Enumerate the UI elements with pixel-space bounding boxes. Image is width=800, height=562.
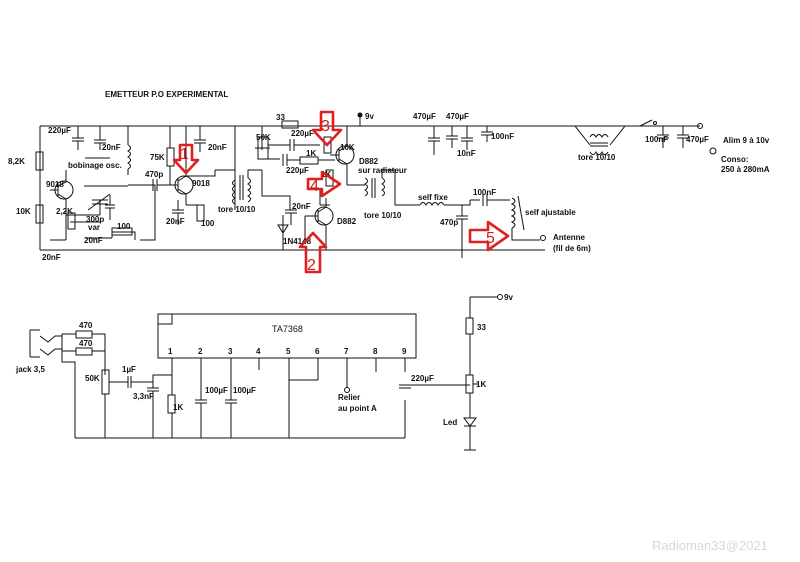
label-led: Led — [443, 418, 457, 427]
label-r-100-b: 100 — [201, 219, 215, 228]
label-self-adj: self ajustable — [525, 208, 576, 217]
arrow-up-icon — [298, 231, 328, 274]
label-antenna-length: (fil de 6m) — [553, 244, 591, 253]
label-consumption-value: 250 à 280mA — [721, 165, 770, 174]
label-r-33: 33 — [477, 323, 486, 332]
label-c-470uF-c: 470µF — [686, 135, 709, 144]
label-r-75k: 75K — [150, 153, 165, 162]
label-tore-1: tore 10/10 — [218, 205, 256, 214]
label-r-470-a: 470 — [79, 321, 93, 330]
pin-4: 4 — [256, 347, 261, 356]
pin-1: 1 — [168, 347, 173, 356]
label-c-100uF-b: 100µF — [233, 386, 256, 395]
pin-2: 2 — [198, 347, 203, 356]
label-c-20nF-d: 20nF — [208, 143, 227, 152]
label-supply-top: 9v — [365, 112, 374, 121]
label-c-20nF-c: 20nF — [42, 253, 61, 262]
label-r-2k2: 2,2K — [56, 207, 73, 216]
red-markers — [172, 110, 510, 274]
marker-4: 4 — [310, 178, 319, 195]
label-power-input: Alim 9 à 10v — [723, 136, 770, 145]
watermark: Radioman33@2021 — [652, 538, 768, 553]
label-r-8k2: 8,2K — [8, 157, 25, 166]
label-c-100nF-c: 100nF — [645, 135, 668, 144]
arrow-down-icon — [172, 143, 200, 175]
label-osc-coil: bobinage osc. — [68, 161, 122, 170]
pin-7: 7 — [344, 347, 349, 356]
marker-5: 5 — [486, 230, 495, 247]
label-q3-note: sur radiateur — [358, 166, 407, 175]
label-pot-50k: 50K — [256, 133, 271, 142]
label-c-20nF-a: 20nF — [102, 143, 121, 152]
label-r-1k-b: 1K — [476, 380, 486, 389]
marker-3: 3 — [321, 118, 330, 135]
transmitter-wiring — [35, 112, 717, 258]
marker-1: 1 — [180, 146, 189, 163]
arrow-right-icon — [468, 220, 510, 252]
label-c-220uF: 220µF — [411, 374, 434, 383]
label-self-fixe: self fixe — [418, 193, 448, 202]
pin-8: 8 — [373, 347, 378, 356]
label-tore-2: tore 10/10 — [364, 211, 402, 220]
label-jack: jack 3,5 — [15, 365, 45, 374]
label-antenna: Antenne — [553, 233, 586, 242]
marker-2: 2 — [307, 257, 316, 274]
label-c-470uF-a: 470µF — [413, 112, 436, 121]
pin-9: 9 — [402, 347, 407, 356]
label-c-100nF-a: 100nF — [473, 188, 496, 197]
pin-6: 6 — [315, 347, 320, 356]
label-q2: 9018 — [192, 179, 210, 188]
label-c-220uF-b: 220µF — [291, 129, 314, 138]
diagram-title: EMETTEUR P.O EXPERIMENTAL — [105, 90, 228, 99]
label-r-1k: 1K — [173, 403, 183, 412]
label-q3: D882 — [359, 157, 379, 166]
label-diode: 1N4148 — [283, 237, 312, 246]
label-c-300p: 300p — [86, 215, 104, 224]
pin-3: 3 — [228, 347, 233, 356]
label-link-2: au point A — [338, 404, 377, 413]
arrow-down-icon — [311, 110, 343, 147]
label-r-10k-b: 10K — [340, 143, 355, 152]
label-consumption: Conso: — [721, 155, 749, 164]
label-r-470-b: 470 — [79, 339, 93, 348]
label-supply-9v: 9v — [504, 293, 513, 302]
label-c-10nF: 10nF — [457, 149, 476, 158]
modulator-wiring — [29, 294, 503, 451]
label-r-33: 33 — [276, 113, 285, 122]
label-c-470p-b: 470p — [440, 218, 458, 227]
label-q4: D882 — [337, 217, 357, 226]
label-c-20nF-f: 20nF — [292, 202, 311, 211]
label-r-100-a: 100 — [117, 222, 131, 231]
label-c-20nF-e: 20nF — [166, 217, 185, 226]
label-c-470p-a: 470p — [145, 170, 163, 179]
chip-name: TA7368 — [272, 324, 303, 334]
label-c-20nF-b: 20nF — [84, 236, 103, 245]
label-tore-3: tore 10/10 — [578, 153, 616, 162]
label-link-1: Relier — [338, 393, 360, 402]
label-c-100uF-a: 100µF — [205, 386, 228, 395]
label-c-100nF-b: 100nF — [491, 132, 514, 141]
arrow-right-icon — [306, 170, 342, 198]
label-c-var: var — [88, 223, 100, 232]
label-c-1uF: 1µF — [122, 365, 136, 374]
pin-5: 5 — [286, 347, 291, 356]
label-pot-50k: 50K — [85, 374, 100, 383]
label-q1: 9018 — [46, 180, 64, 189]
label-r-1k: 1K — [306, 149, 316, 158]
label-r-10k: 10K — [16, 207, 31, 216]
label-c-3n3: 3,3nF — [133, 392, 154, 401]
label-c-470uF-b: 470µF — [446, 112, 469, 121]
label-c-220uF: 220µF — [48, 126, 71, 135]
label-c-220uF-c: 220µF — [286, 166, 309, 175]
